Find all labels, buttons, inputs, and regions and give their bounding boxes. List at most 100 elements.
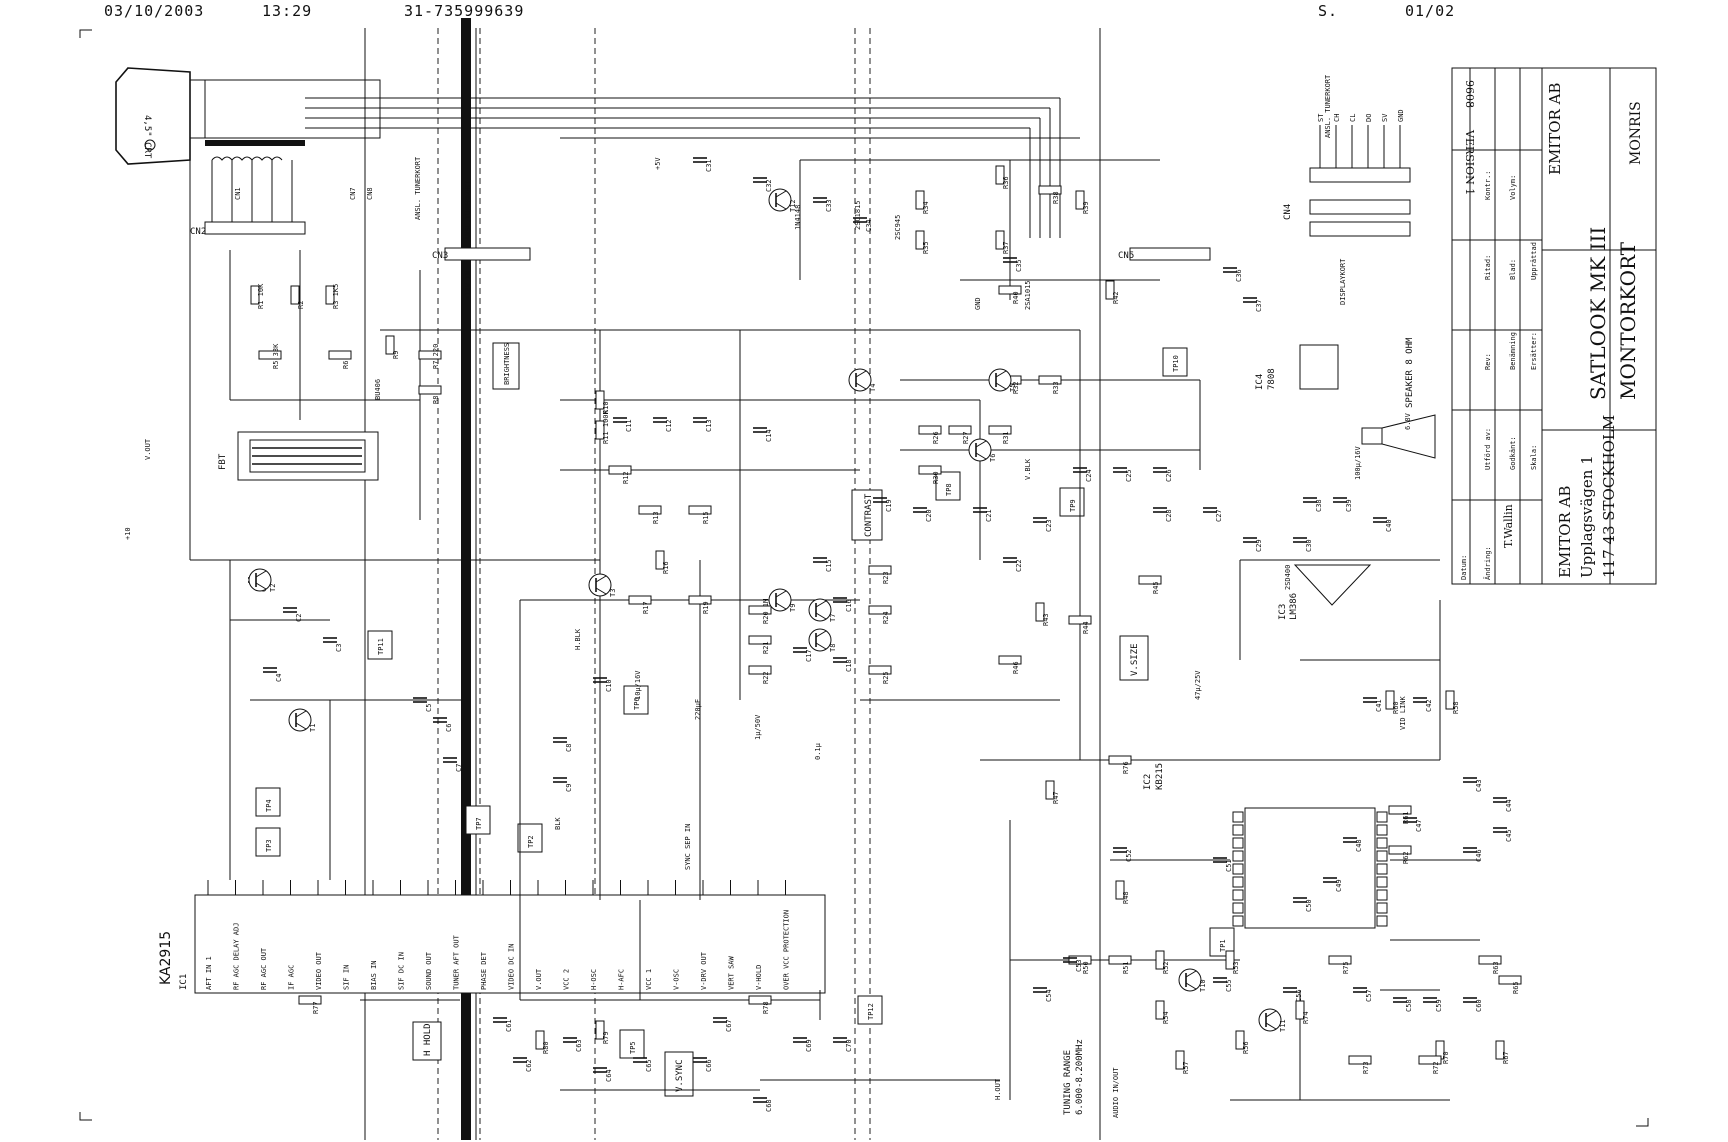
resistor-label: R12: [622, 471, 630, 484]
title-field-label: Ersätter:: [1530, 332, 1538, 370]
ic4-regulator: IC4 7808: [1255, 344, 1339, 390]
transistor-lead: [815, 600, 827, 608]
test-point-label: TP10: [1172, 355, 1180, 372]
capacitor-label: C47: [1415, 819, 1423, 832]
resistor: [655, 550, 665, 570]
resistor-label: R65: [1512, 981, 1520, 994]
transistor-label: T9: [789, 604, 797, 612]
transistor: [1258, 1008, 1282, 1032]
capacitor-label: C18: [845, 659, 853, 672]
resistor-label: R37: [1002, 241, 1010, 254]
svg-text:IC4: IC4: [1255, 374, 1265, 390]
ic3-amplifier: IC3 LM386: [1278, 564, 1372, 620]
svg-text:ANSL. TUNERKORT: ANSL. TUNERKORT: [1324, 74, 1332, 138]
resistor: [595, 1020, 605, 1040]
test-point-label: TP8: [945, 483, 953, 496]
ic-pin: [1376, 837, 1388, 849]
resistor: [918, 465, 942, 475]
svg-text:IC3: IC3: [1278, 604, 1288, 620]
connector-label: CN1: [234, 187, 242, 200]
title-signature: MONRIS: [1628, 101, 1644, 165]
resistor: [915, 230, 925, 250]
capacitor-label: C21: [985, 509, 993, 522]
transistor-lead: [1265, 1022, 1277, 1030]
capacitor-label: C17: [805, 649, 813, 662]
capacitor-label: C36: [1235, 269, 1243, 282]
resistor: [995, 165, 1005, 185]
svg-text:CN5: CN5: [1118, 251, 1134, 261]
capacitor-label: C69: [805, 1039, 813, 1052]
resistor-label: R42: [1112, 291, 1120, 304]
misc-label: H.BLK: [574, 628, 582, 650]
resistor: [748, 635, 772, 645]
capacitor-label: C32: [765, 179, 773, 192]
misc-label: 100µ/16V: [1354, 445, 1362, 480]
resistor: [1328, 955, 1352, 965]
resistor-label: R78: [762, 1001, 770, 1014]
resistor-label: R3 1K5: [332, 284, 340, 309]
resistor: [1038, 185, 1062, 195]
connector-cn3: CN3 ANSL. TUNERKORT: [414, 156, 531, 261]
transistor: [848, 368, 872, 392]
capacitor-label: C64: [605, 1069, 613, 1082]
ic-pin-label: SOUND OUT: [425, 951, 433, 990]
ic-pin-label: OVER VCC PROTECTION: [783, 910, 791, 990]
capacitor-label: C34: [865, 219, 873, 232]
resistor-label: R23: [882, 571, 890, 584]
misc-label: 0.1µ: [814, 742, 822, 760]
misc-label: V.OUT: [144, 438, 152, 460]
capacitor-label: C45: [1505, 829, 1513, 842]
resistor-label: R2: [297, 301, 305, 309]
capacitor-label: C43: [1475, 779, 1483, 792]
capacitor-label: C9: [565, 784, 573, 792]
svg-text:ANSL. TUNERKORT: ANSL. TUNERKORT: [414, 156, 422, 220]
transistor-lead: [975, 440, 987, 448]
capacitor-label: C26: [1165, 469, 1173, 482]
title-product: SATLOOK MK III: [1586, 227, 1610, 400]
transistor-lead: [855, 370, 867, 378]
capacitor-label: C29: [1255, 539, 1263, 552]
tuning-range-label: TUNING RANGE 6.000-8.200MHz AUDIO IN/OUT…: [1063, 695, 1407, 1118]
capacitor-label: C30: [1305, 539, 1313, 552]
resistor-label: R44: [1082, 621, 1090, 634]
capacitor-label: C57: [1365, 989, 1373, 1002]
capacitor-label: C53: [1075, 959, 1083, 972]
capacitor-label: C33: [825, 199, 833, 212]
capacitor-label: C14: [765, 429, 773, 442]
hhold-box: H HOLD: [412, 1021, 442, 1061]
transistor-lead: [855, 382, 867, 390]
test-point-label: TP11: [377, 638, 385, 655]
title-field-label: Blad:: [1509, 259, 1517, 280]
resistor-label: R63: [1492, 961, 1500, 974]
resistor: [1498, 975, 1522, 985]
misc-label: SYNC SEP IN: [684, 824, 692, 870]
resistor-label: R26: [932, 431, 940, 444]
capacitor-label: C23: [1045, 519, 1053, 532]
title-address-street: Upplagsvägen 1: [1578, 455, 1596, 578]
capacitor-label: C56: [1295, 989, 1303, 1002]
resistor: [595, 420, 605, 440]
ic-pin: [1232, 824, 1244, 836]
resistor: [1295, 1000, 1305, 1020]
misc-label: 2SA1015: [1024, 280, 1032, 310]
resistor-label: R17: [642, 601, 650, 614]
test-point-box: [1162, 347, 1188, 377]
capacitor-label: C15: [825, 559, 833, 572]
resistor-label: R25: [882, 671, 890, 684]
fax-page: 01/02: [1405, 2, 1456, 20]
resistor: [535, 1030, 545, 1050]
resistor-label: R16: [662, 561, 670, 574]
transistor-lead: [975, 452, 987, 460]
resistor-label: R34: [922, 201, 930, 214]
resistor-label: R40: [1012, 291, 1020, 304]
svg-text:CONTRAST: CONTRAST: [864, 493, 874, 537]
fax-time: 13:29: [262, 2, 313, 20]
resistor: [328, 350, 352, 360]
svg-text:BRIGHTNESS: BRIGHTNESS: [503, 343, 511, 385]
resistor-label: R13: [652, 511, 660, 524]
ic-pin: [1232, 876, 1244, 888]
transistor-label: T4: [869, 384, 877, 392]
transistor: [1178, 968, 1202, 992]
misc-label: V.BLK: [1024, 458, 1032, 480]
